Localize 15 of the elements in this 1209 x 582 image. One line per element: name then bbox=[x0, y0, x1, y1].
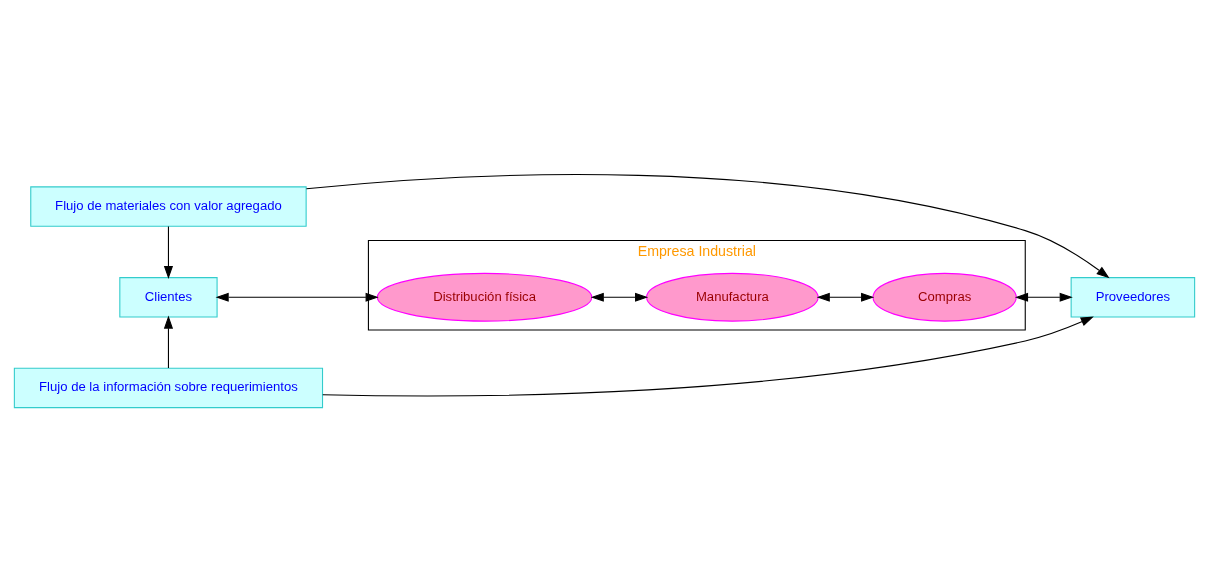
arrow bbox=[163, 225, 174, 280]
node-box: Flujo de la información sobre requerimientos bbox=[13, 367, 324, 409]
arrow bbox=[590, 292, 649, 302]
arrow bbox=[1014, 292, 1073, 302]
arrow bbox=[322, 316, 1094, 397]
node-box: Proveedores bbox=[1070, 277, 1196, 318]
arrow bbox=[816, 292, 875, 302]
arrow bbox=[305, 174, 1110, 279]
node-ellipse: Distribución física bbox=[376, 272, 593, 322]
node-box: Flujo de materiales con valor agregado bbox=[30, 186, 307, 227]
node-ellipse: Compras bbox=[872, 272, 1017, 322]
node-box: Clientes bbox=[119, 277, 218, 318]
arrow bbox=[163, 315, 174, 369]
arrow bbox=[215, 292, 379, 302]
node-ellipse: Manufactura bbox=[646, 272, 819, 322]
